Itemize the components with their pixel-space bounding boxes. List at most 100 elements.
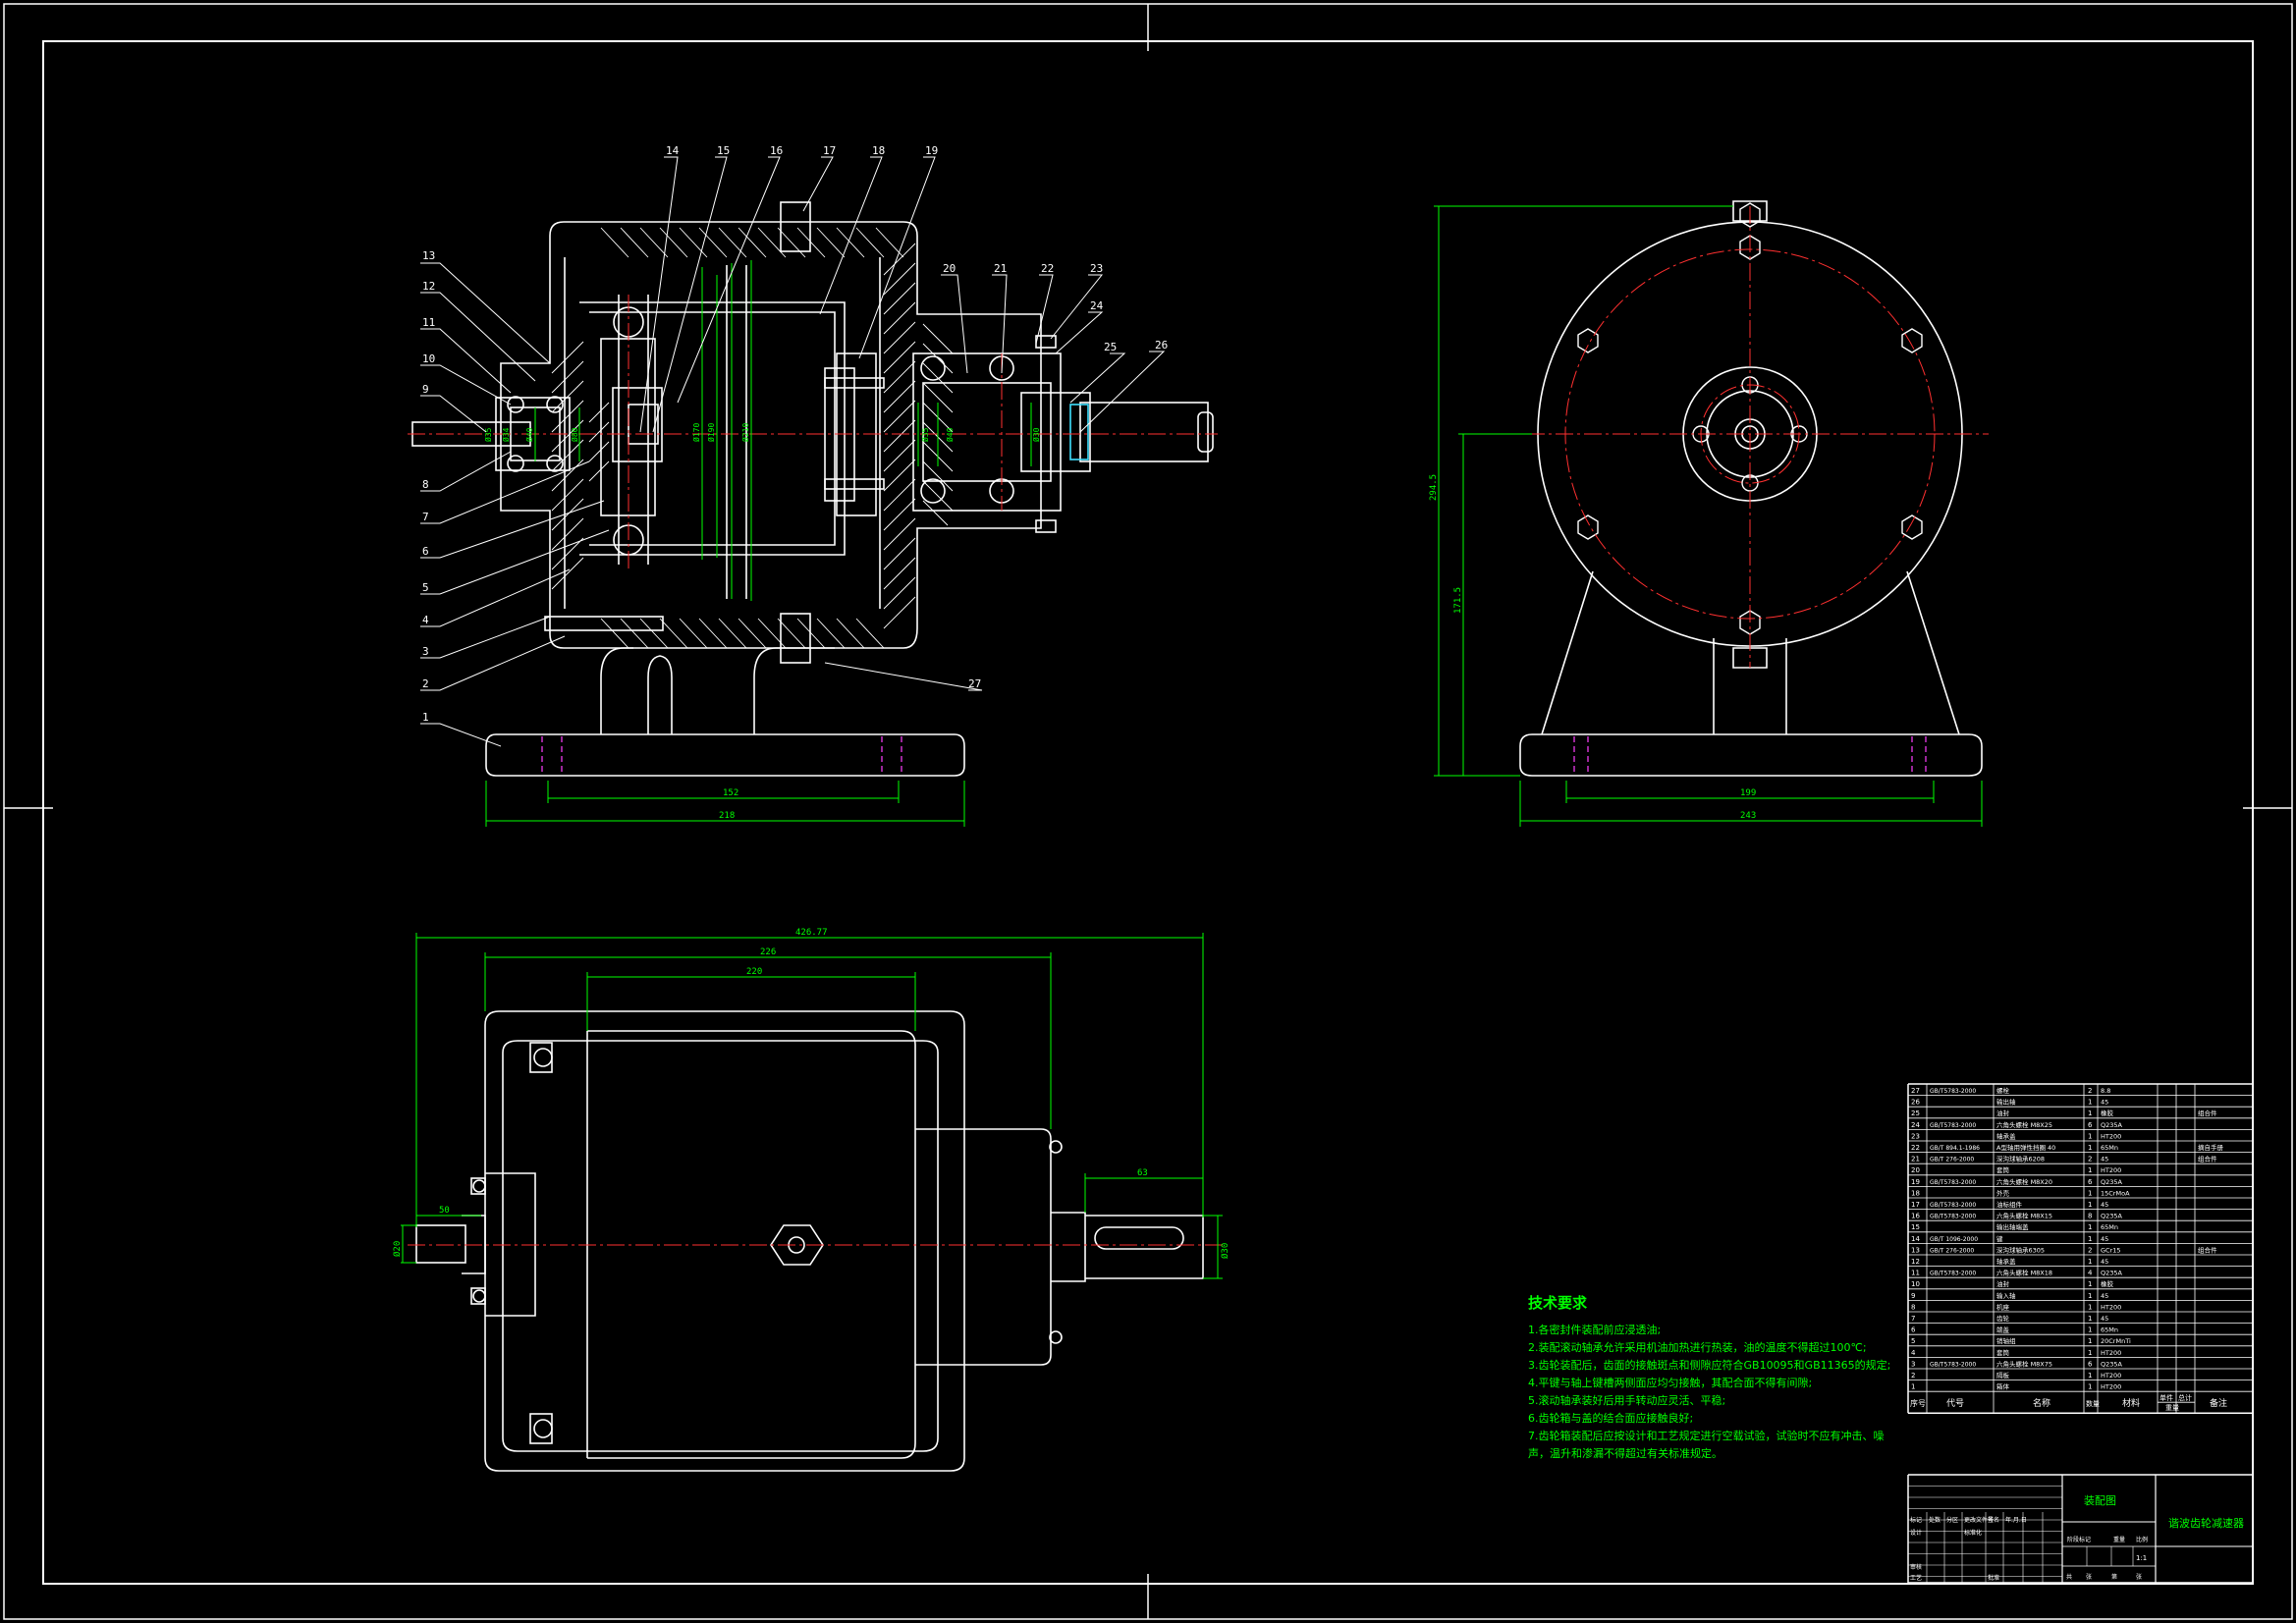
tb-label-zone: 分区 (1946, 1516, 1958, 1524)
bom-cell-material: Q235A (2101, 1270, 2123, 1277)
bom-cell-material: 65Mn (2101, 1223, 2118, 1231)
bom-cell-material: HT200 (2101, 1383, 2121, 1391)
bom-cell-code: GB/T5783-2000 (1930, 1361, 1976, 1368)
bom-cell-qty: 6 (2088, 1360, 2093, 1368)
bom-cell-name: 六角头螺栓 M8X15 (1996, 1212, 2052, 1220)
tb-label-date: 年.月.日 (2005, 1516, 2027, 1524)
bom-cell-material: 15CrMoA (2101, 1189, 2130, 1197)
bom-cell-no: 2 (1911, 1372, 1915, 1380)
front-section-dia-texts: Ø35 Ø34 Ø40 Ø80 Ø170 Ø190 Ø210 Ø35 Ø40 Ø… (483, 423, 1041, 442)
balloon-21: 21 (994, 262, 1007, 275)
bom-header-name: 名称 (2033, 1397, 2050, 1409)
tb-label-standard: 标准化 (1964, 1529, 1982, 1537)
balloon-19: 19 (925, 144, 938, 157)
balloon-7: 7 (422, 511, 429, 523)
bom-cell-name: 隔板 (1996, 1371, 2010, 1380)
bom-cell-qty: 4 (2088, 1270, 2093, 1277)
bom-cell-material: Q235A (2101, 1178, 2123, 1186)
front-dim-texts: 152 218 (719, 788, 738, 821)
top-dims (401, 933, 1223, 1279)
bom-cell-name: 机座 (1996, 1302, 2010, 1311)
bom-cell-remark: 组合件 (2198, 1155, 2217, 1163)
balloon-26: 26 (1155, 339, 1168, 352)
tb-label-count: 处数 (1929, 1516, 1941, 1524)
bom-cell-no: 18 (1911, 1189, 1920, 1197)
leaders (420, 156, 1166, 747)
balloon-1: 1 (422, 711, 429, 724)
bom-cell-qty: 1 (2088, 1109, 2092, 1117)
balloon-14: 14 (666, 144, 680, 157)
dim-top-output-len: 63 (1137, 1168, 1148, 1178)
technical-requirements: 技术要求 1.各密封件装配前应浸透油; 2.装配滚动轴承允许采用机油加热进行热装… (1528, 1294, 1890, 1460)
bom-cell-material: 45 (2101, 1201, 2108, 1209)
dim-front-base-outer: 218 (719, 811, 735, 821)
balloon-20: 20 (943, 262, 956, 275)
dim-dia-1: Ø35 (483, 427, 493, 442)
balloon-2: 2 (422, 677, 429, 690)
dim-top-body: 226 (760, 947, 776, 957)
bom-cell-name: 油封 (1996, 1279, 2010, 1288)
bom-cell-material: HT200 (2101, 1349, 2121, 1357)
bom-cell-no: 8 (1911, 1303, 1915, 1311)
balloon-5: 5 (422, 581, 429, 594)
tb-label-review: 审核 (1910, 1563, 1922, 1571)
balloon-16: 16 (770, 144, 783, 157)
dim-front-base-inner: 152 (723, 788, 738, 798)
bom-cell-material: 45 (2101, 1099, 2108, 1107)
balloon-25: 25 (1104, 341, 1117, 353)
bom-header-material: 材料 (2122, 1397, 2140, 1409)
bom-cell-code: GB/T5783-2000 (1930, 1088, 1976, 1095)
tb-label-approve: 批准 (1988, 1574, 1999, 1582)
dim-top-output-dia: Ø30 (1220, 1243, 1230, 1259)
bom-header-qty: 数量 (2086, 1399, 2100, 1408)
top-dim-texts: 426.77 226 220 50 63 Ø20 Ø30 (392, 928, 1230, 1259)
tb-label-change: 更改文件号 (1964, 1516, 1994, 1524)
side-dim-texts: 294.5 171.5 199 243 (1429, 474, 1756, 821)
dim-side-height-total: 294.5 (1429, 474, 1439, 501)
sheet-frame (3, 3, 2293, 1620)
dim-dia-5: Ø170 (691, 423, 701, 442)
bom-cell-material: 8.8 (2101, 1087, 2110, 1095)
dim-top-inner: 220 (746, 967, 762, 977)
front-dims (485, 260, 1032, 827)
bom-cell-no: 17 (1911, 1201, 1920, 1209)
bom-cell-name: 六角头螺栓 M8X25 (1996, 1120, 2052, 1129)
bom-cell-name: 轴承盖 (1996, 1257, 2016, 1266)
bom-cell-material: 20CrMnTi (2101, 1337, 2131, 1345)
bom-cell-material: HT200 (2101, 1166, 2121, 1174)
bom-cell-name: 外壳 (1996, 1188, 2010, 1197)
tb-label-number: 第 (2111, 1573, 2117, 1581)
bom-cell-name: 螺栓 (1996, 1086, 2010, 1095)
bom-cell-remark: 摘自手册 (2198, 1143, 2224, 1152)
tech-req-item-4: 4.平键与轴上键槽两侧面应均匀接触，其配合面不得有间隙; (1528, 1376, 1812, 1389)
balloon-6: 6 (422, 545, 429, 558)
bom-cell-qty: 1 (2088, 1280, 2092, 1288)
bom-cell-name: 六角头螺栓 M8X18 (1996, 1269, 2052, 1277)
bom-cell-qty: 1 (2088, 1166, 2092, 1174)
bom-cell-material: 橡胶 (2101, 1109, 2114, 1117)
bom-cell-no: 9 (1911, 1292, 1915, 1300)
tb-label-process: 工艺 (1910, 1574, 1922, 1582)
tb-label-sign: 签名 (1988, 1516, 1999, 1524)
tb-label-design: 设计 (1910, 1529, 1922, 1537)
balloon-24: 24 (1090, 299, 1104, 312)
tech-req-item-2: 2.装配滚动轴承允许采用机油加热进行热装，油的温度不得超过100℃; (1528, 1340, 1867, 1354)
bom-cell-remark: 组合件 (2198, 1245, 2217, 1254)
bom-cell-material: Q235A (2101, 1360, 2123, 1368)
tb-label-total: 共 (2066, 1573, 2072, 1581)
bom-cell-material: HT200 (2101, 1372, 2121, 1380)
bom-cell-no: 12 (1911, 1258, 1920, 1266)
bom-cell-qty: 2 (2088, 1156, 2092, 1163)
balloon-17: 17 (823, 144, 836, 157)
bom-cell-qty: 1 (2088, 1326, 2092, 1334)
balloon-11: 11 (422, 316, 435, 329)
bom-header-no: 序号 (1910, 1398, 1926, 1408)
bom-cell-name: 箱体 (1996, 1382, 2010, 1391)
top-view (415, 1010, 1204, 1472)
bom-cell-code: GB/T 276-2000 (1930, 1157, 1974, 1163)
title-block-drawing-name: 谐波齿轮减速器 (2168, 1516, 2244, 1530)
bom-cell-no: 25 (1911, 1109, 1920, 1117)
bom-cell-name: 油标组件 (1996, 1200, 2023, 1209)
bom-cell-code: GB/T5783-2000 (1930, 1214, 1976, 1220)
tb-label-sheets: 张 (2086, 1573, 2092, 1581)
